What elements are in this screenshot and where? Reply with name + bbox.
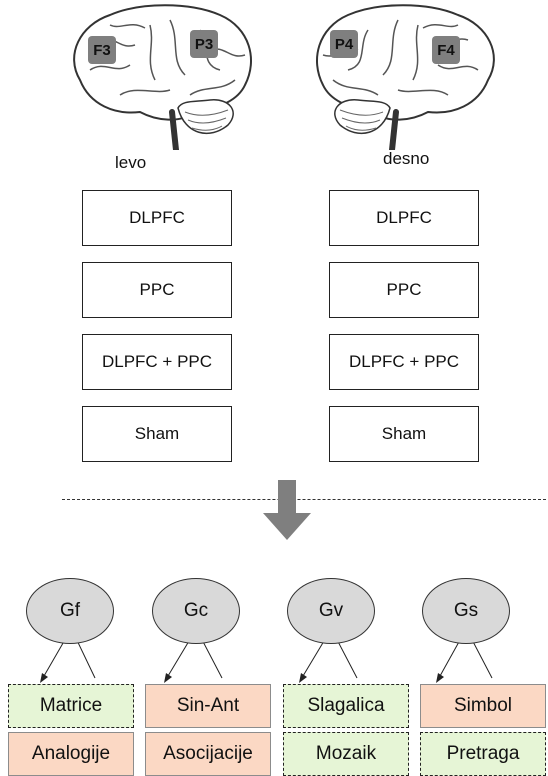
task-asocijacije: Asocijacije	[145, 732, 271, 776]
factor-gc: Gc	[152, 578, 240, 644]
condition-right-dlpfc: DLPFC	[329, 190, 479, 246]
condition-right-ppc: PPC	[329, 262, 479, 318]
condition-left-ppc: PPC	[82, 262, 232, 318]
task-slagalica: Slagalica	[283, 684, 409, 728]
factor-gf: Gf	[26, 578, 114, 644]
electrode-p3: P3	[190, 30, 218, 58]
left-hemisphere-label: levo	[115, 153, 147, 172]
condition-left-dlpfc-ppc: DLPFC + PPC	[82, 334, 232, 390]
condition-right-dlpfc-ppc: DLPFC + PPC	[329, 334, 479, 390]
factor-gv: Gv	[287, 578, 375, 644]
electrode-f3: F3	[88, 36, 116, 64]
condition-left-sham: Sham	[82, 406, 232, 462]
electrode-f4: F4	[432, 36, 460, 64]
right-hemisphere-label: desno	[383, 149, 430, 168]
factor-gs: Gs	[422, 578, 510, 644]
task-mozaik: Mozaik	[283, 732, 409, 776]
task-sin-ant: Sin-Ant	[145, 684, 271, 728]
electrode-p4: P4	[330, 30, 358, 58]
task-simbol: Simbol	[420, 684, 546, 728]
task-pretraga: Pretraga	[420, 732, 546, 776]
task-analogije: Analogije	[8, 732, 134, 776]
dashed-divider	[62, 499, 546, 500]
down-arrow-icon	[263, 480, 311, 540]
condition-left-dlpfc: DLPFC	[82, 190, 232, 246]
task-matrice: Matrice	[8, 684, 134, 728]
condition-right-sham: Sham	[329, 406, 479, 462]
